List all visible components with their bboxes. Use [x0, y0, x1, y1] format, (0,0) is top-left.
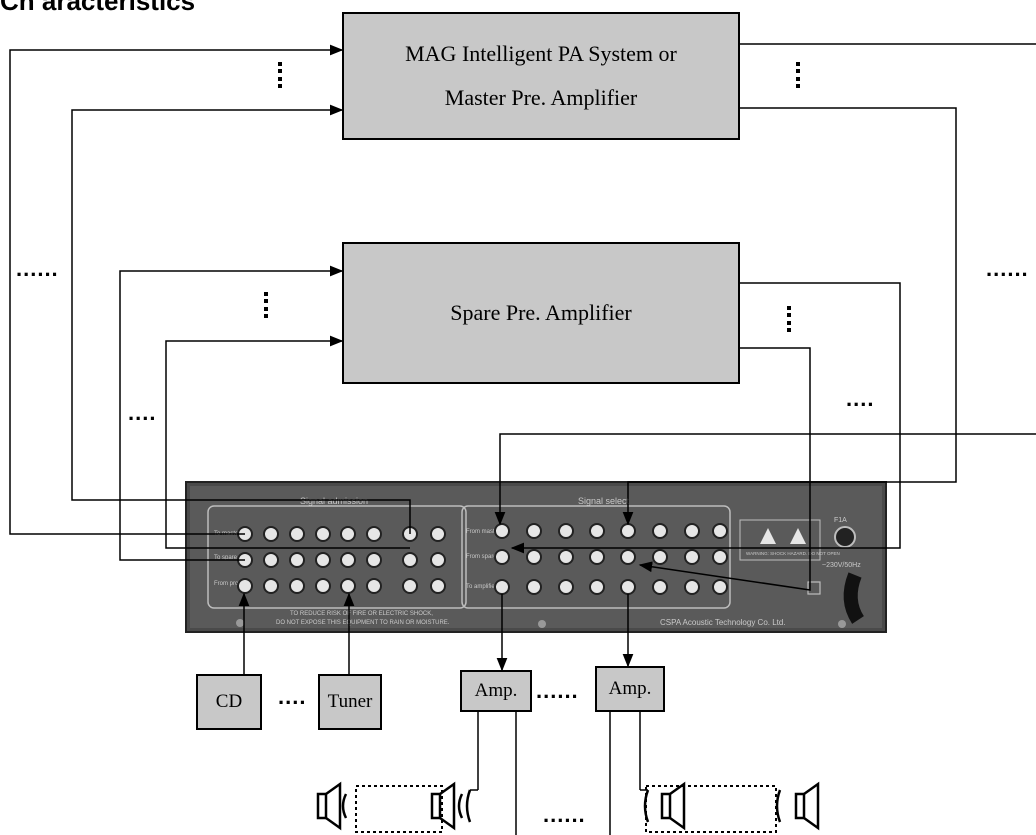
warning-triangle-icon-2	[790, 528, 806, 544]
fuse-holder-icon	[834, 526, 856, 548]
speaker-icon	[775, 781, 820, 831]
speaker-icon	[316, 781, 348, 831]
ellipsis-left-inner: ....	[128, 400, 157, 425]
line-master-out-2	[622, 107, 957, 526]
cd-label: CD	[215, 691, 243, 712]
speaker-group-2	[640, 781, 820, 833]
ellipsis-sources: ....	[278, 684, 307, 709]
spare-preamp-box: Spare Pre. Amplifier	[342, 242, 740, 384]
master-box-line-1: MAG Intelligent PA System or	[405, 41, 677, 66]
row-label-left-1: To spare	[214, 555, 238, 561]
cd-source-box: CD	[196, 674, 262, 730]
power-switch-icon	[807, 581, 821, 595]
signal-lines	[9, 43, 1036, 835]
amplifier-box-1: Amp.	[460, 670, 532, 712]
ellipsis-left-outer: ......	[16, 256, 59, 281]
line-to-master-2	[71, 104, 411, 534]
right-group-title: Signal select	[578, 496, 630, 506]
amplifier-box-2: Amp.	[595, 666, 665, 712]
left-group-title: Signal admission	[300, 496, 368, 506]
row-label-left-2: From program	[214, 581, 252, 587]
left-group-frame	[207, 505, 467, 609]
speaker-group-1	[316, 781, 478, 833]
row-label-right-1: From spare	[466, 554, 497, 560]
line-to-spare-1	[119, 265, 344, 561]
ellipsis-amps: ......	[536, 678, 579, 703]
power-label: ~230V/50Hz	[822, 562, 861, 569]
brand-text: CSPA Acoustic Technology Co. Ltd.	[660, 618, 786, 627]
line-external-in	[494, 433, 1036, 526]
screw-icon	[236, 619, 244, 627]
tuner-label: Tuner	[327, 691, 373, 712]
amp-2-label: Amp.	[608, 678, 652, 699]
screw-icon	[538, 620, 546, 628]
vertical-ellipsis-spare-right	[787, 306, 791, 332]
caution-text: WARNING: SHOCK HAZARD. DO NOT OPEN	[746, 551, 840, 556]
row-label-right-0: From master	[466, 529, 500, 535]
ellipsis-right-inner: ....	[846, 386, 875, 411]
amp-1-label: Amp.	[474, 680, 518, 701]
jacks-right	[494, 523, 728, 595]
jacks-left	[237, 526, 446, 594]
line-to-spare-2	[165, 335, 410, 549]
speaker-icon	[643, 781, 686, 831]
warning-line-2: DO NOT EXPOSE THIS EQUIPMENT TO RAIN OR …	[276, 620, 450, 626]
rear-panel: Signal admission Signal select To master…	[185, 481, 887, 633]
master-preamp-box: MAG Intelligent PA System or Master Pre.…	[342, 12, 740, 140]
warning-line-1: TO REDUCE RISK OF FIRE OR ELECTRIC SHOCK…	[290, 611, 433, 617]
cable-run-dashed	[355, 785, 443, 833]
vertical-ellipsis-master-left	[278, 62, 282, 88]
warning-label-frame	[739, 519, 821, 561]
fuse-label: F1A	[834, 517, 847, 524]
speaker-icon	[430, 781, 472, 831]
vertical-ellipsis-master-right	[796, 62, 800, 88]
power-cord-icon	[843, 572, 865, 624]
warning-triangle-icon	[760, 528, 776, 544]
right-group-frame	[461, 505, 731, 609]
header-fragment: Ch aracteristics	[0, 0, 196, 16]
spare-box-label: Spare Pre. Amplifier	[450, 300, 632, 325]
ellipsis-right-outer: ......	[986, 256, 1029, 281]
line-to-master-1	[9, 44, 344, 535]
vertical-ellipsis-spare-left	[264, 292, 268, 318]
master-box-line-2: Master Pre. Amplifier	[444, 85, 638, 110]
row-label-right-2: To amplifier	[466, 584, 497, 590]
screw-icon	[838, 620, 846, 628]
line-spare-out-2	[638, 347, 811, 591]
ellipsis-speakers: ......	[543, 802, 586, 827]
line-spare-out-1	[510, 282, 901, 554]
tuner-source-box: Tuner	[318, 674, 382, 730]
